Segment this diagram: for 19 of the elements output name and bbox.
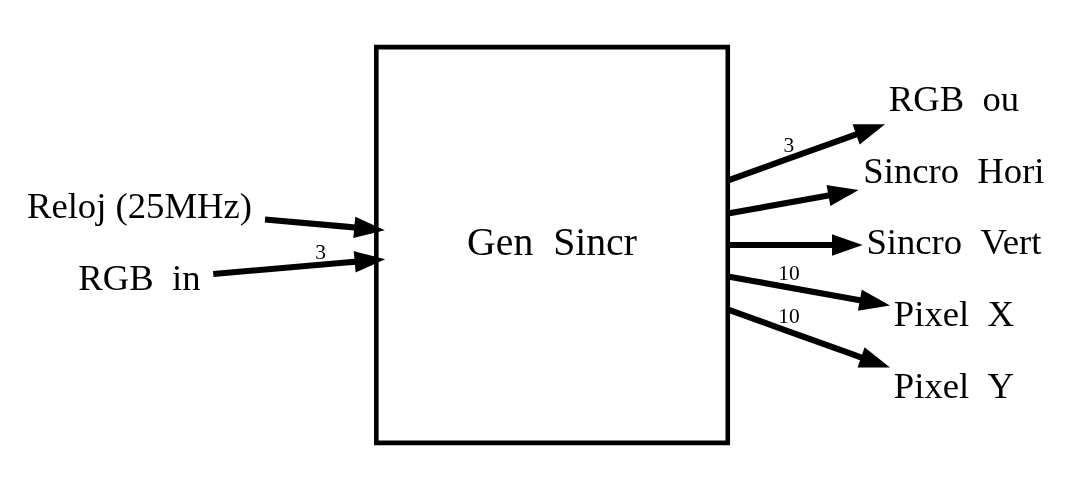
arrow [264,216,385,239]
arrow [727,273,890,311]
arrow [727,306,891,368]
node-text: Pixel X [893,293,1015,335]
edge-label: 3 [315,240,326,265]
node-text: Reloj (25MHz) [26,184,252,226]
node-text: RGB in [78,256,201,298]
arrow [727,234,863,256]
node-text: Sincro Hori [863,149,1045,191]
arrow [727,124,886,184]
node-text: Pixel Y [893,365,1015,407]
edge-label: 10 [778,304,800,329]
edge-label: 3 [783,133,795,158]
edge-label: 10 [778,261,800,286]
node-text: Sincro Vert [866,221,1042,263]
arrow [213,251,386,277]
node-box: Gen Sincr [374,44,731,446]
arrow [727,184,859,217]
node-text: RGB ou [888,77,1020,119]
